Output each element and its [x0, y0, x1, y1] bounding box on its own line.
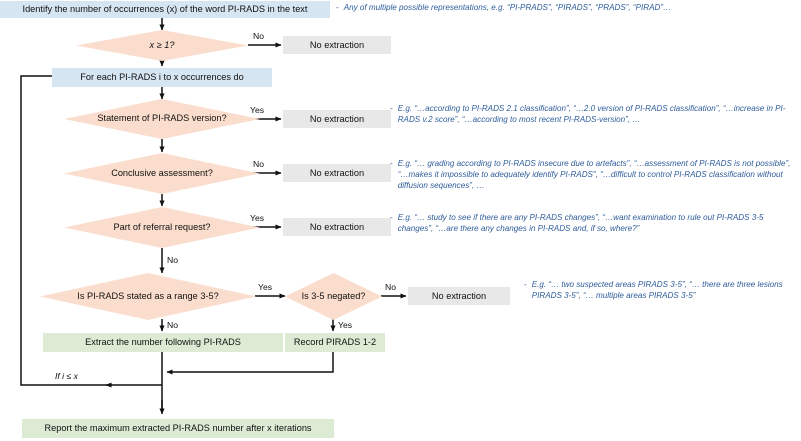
- decision-range: Is PI-RADS stated as a range 3-5?: [40, 273, 256, 320]
- no-extraction-box-1: No extraction: [283, 36, 391, 54]
- decision-x-ge-1: x ≥ 1?: [76, 30, 248, 61]
- no-extraction-box-4: No extraction: [283, 218, 391, 236]
- annotation-bullet-icon: -: [390, 159, 393, 168]
- annotation-text: E.g. “… study to see if there are any PI…: [397, 213, 764, 233]
- annotation-text: E.g. “… two suspected areas PIRADS 3-5”,…: [531, 280, 783, 300]
- decision-negated-label: Is 3-5 negated?: [301, 290, 366, 301]
- loop-header-box: For each PI-RADS i to x occurrences do: [52, 68, 272, 87]
- loop-header-label: For each PI-RADS i to x occurrences do: [80, 72, 244, 83]
- decision-referral-label: Part of referral request?: [113, 221, 211, 232]
- record-pirads-label: Record PIRADS 1-2: [293, 337, 377, 348]
- decision-version: Statement of PI-RADS version?: [64, 99, 260, 139]
- start-box: Identify the number of occurrences (x) o…: [0, 1, 330, 18]
- annotation-range-examples: - E.g. “… two suspected areas PIRADS 3-5…: [524, 280, 796, 302]
- decision-conclusive: Conclusive assessment?: [64, 153, 260, 194]
- no-extraction-box-3: No extraction: [283, 164, 391, 182]
- extract-number-label: Extract the number following PI-RADS: [85, 337, 241, 348]
- start-label: Identify the number of occurrences (x) o…: [22, 4, 308, 15]
- annotation-text: E.g. “…according to PI-RADS 2.1 classifi…: [397, 104, 786, 124]
- record-pirads-box: Record PIRADS 1-2: [285, 333, 385, 352]
- edge-label-range-no: No: [167, 320, 178, 330]
- annotation-text: E.g. “… grading according to PI-RADS ins…: [397, 159, 791, 190]
- annotation-bullet-icon: -: [390, 104, 393, 113]
- report-max-label: Report the maximum extracted PI-RADS num…: [44, 423, 312, 434]
- edge-label-loop-back: If i ≤ x: [55, 371, 78, 381]
- decision-conclusive-label: Conclusive assessment?: [111, 167, 213, 178]
- no-extraction-box-5: No extraction: [408, 287, 510, 305]
- edge-label-x-no: No: [253, 31, 264, 41]
- edge-label-conclusive-no: No: [253, 159, 264, 169]
- decision-range-label: Is PI-RADS stated as a range 3-5?: [77, 290, 219, 301]
- edge-label-referral-no: No: [167, 255, 178, 265]
- edge-label-referral-yes: Yes: [250, 213, 265, 223]
- decision-negated: Is 3-5 negated?: [285, 273, 382, 320]
- annotation-representations: - Any of multiple possible representatio…: [336, 3, 798, 14]
- annotation-referral-examples: - E.g. “… study to see if there are any …: [390, 213, 795, 235]
- annotation-inconclusive-examples: - E.g. “… grading according to PI-RADS i…: [390, 159, 795, 192]
- decision-x-ge-1-label: x ≥ 1?: [149, 39, 175, 50]
- no-extraction-box-2: No extraction: [283, 110, 391, 128]
- extract-number-box: Extract the number following PI-RADS: [43, 333, 283, 352]
- decision-version-label: Statement of PI-RADS version?: [97, 113, 227, 124]
- annotation-bullet-icon: -: [336, 3, 339, 12]
- no-extraction-label: No extraction: [309, 113, 365, 124]
- edge-label-negated-yes: Yes: [338, 320, 353, 330]
- annotation-version-examples: - E.g. “…according to PI-RADS 2.1 classi…: [390, 104, 795, 126]
- annotation-bullet-icon: -: [390, 213, 393, 222]
- edge-label-negated-no: No: [385, 282, 396, 292]
- annotation-text: Any of multiple possible representations…: [343, 3, 672, 12]
- edge-label-version-yes: Yes: [250, 105, 265, 115]
- no-extraction-label: No extraction: [309, 167, 365, 178]
- no-extraction-label: No extraction: [309, 39, 365, 50]
- no-extraction-label: No extraction: [431, 290, 487, 301]
- annotation-bullet-icon: -: [524, 280, 527, 289]
- edge-label-range-yes: Yes: [258, 282, 273, 292]
- report-max-box: Report the maximum extracted PI-RADS num…: [22, 419, 334, 438]
- decision-referral: Part of referral request?: [64, 207, 260, 248]
- no-extraction-label: No extraction: [309, 221, 365, 232]
